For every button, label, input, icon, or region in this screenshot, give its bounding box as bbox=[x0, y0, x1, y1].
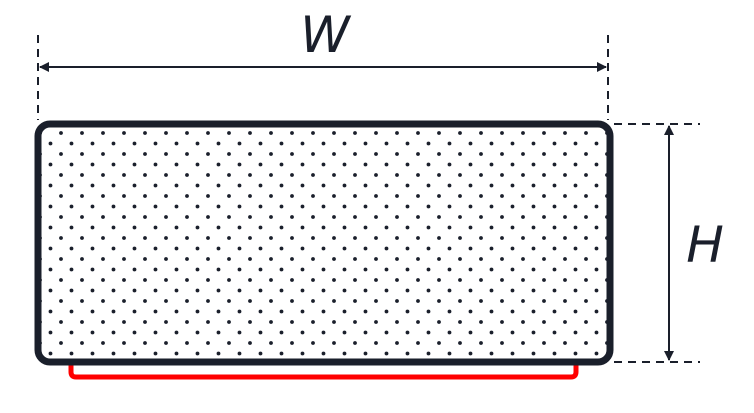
dotted-rectangle bbox=[34, 120, 614, 366]
width-label: W bbox=[300, 6, 351, 64]
bottom-edge-highlight bbox=[68, 360, 579, 380]
height-label: H bbox=[686, 216, 724, 274]
